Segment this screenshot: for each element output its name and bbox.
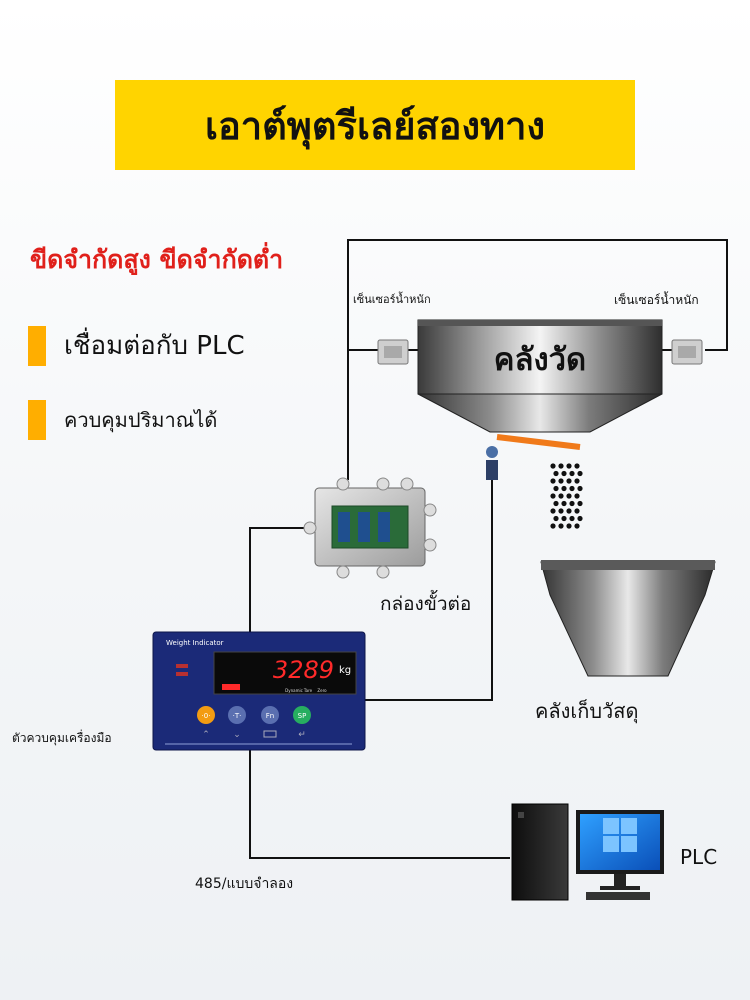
material-dot bbox=[561, 500, 567, 507]
limits-heading: ขีดจำกัดสูง ขีดจำกัดต่ำ bbox=[30, 245, 284, 274]
svg-text:·T·: ·T· bbox=[233, 712, 242, 720]
material-dot bbox=[566, 493, 572, 499]
accent-bar bbox=[28, 400, 46, 440]
material-dot bbox=[566, 463, 572, 469]
material-dot bbox=[566, 478, 572, 484]
material-dot bbox=[550, 478, 556, 484]
plc-computer-icon bbox=[511, 803, 664, 901]
material-dot bbox=[569, 500, 575, 507]
enter-icon: ↵ bbox=[298, 730, 306, 740]
weigh-hopper-label: คลังวัด bbox=[494, 342, 586, 378]
instrument-label: ตัวควบคุมเครื่องมือ bbox=[12, 729, 112, 746]
material-dot bbox=[561, 485, 567, 492]
material-dot bbox=[574, 463, 580, 469]
wiring bbox=[249, 239, 728, 859]
indicator-buttons: ·0· ·T· Fn SP bbox=[197, 706, 311, 724]
load-cell-left-icon bbox=[377, 339, 409, 365]
material-dot bbox=[550, 523, 556, 529]
weight-unit: kg bbox=[339, 665, 351, 676]
page-title: เอาต์พุตรีเลย์สองทาง bbox=[204, 103, 545, 148]
accent-bar bbox=[28, 325, 46, 366]
storage-hopper bbox=[540, 560, 716, 677]
material-dot bbox=[558, 463, 564, 469]
sp-button bbox=[293, 706, 311, 724]
material-dot bbox=[558, 493, 564, 499]
svg-text:Fn: Fn bbox=[266, 712, 274, 720]
material-dot bbox=[553, 470, 559, 477]
material-dot bbox=[577, 485, 583, 492]
title-banner: เอาต์พุตรีเลย์สองทาง bbox=[115, 80, 635, 170]
junction-box-label: กล่องขั้วต่อ bbox=[380, 590, 471, 615]
feature-label: ควบคุมปริมาณได้ bbox=[64, 408, 218, 432]
storage-hopper-label: คลังเก็บวัสดุ bbox=[535, 698, 638, 724]
load-cell-right-icon bbox=[671, 339, 703, 365]
plc-label: PLC bbox=[680, 845, 717, 869]
material-dot bbox=[577, 500, 583, 507]
indicator-brand: Weight Indicator bbox=[166, 639, 224, 647]
weight-indicator-panel: Weight Indicator 3289 kg Dynamic Tare Ze… bbox=[152, 631, 366, 751]
weight-reading: 3289 bbox=[273, 656, 334, 684]
material-dot bbox=[550, 508, 556, 514]
rect-icon bbox=[263, 730, 277, 738]
sensor-right-label: เซ็นเซอร์น้ำหนัก bbox=[614, 291, 699, 307]
feature-item-plc: เชื่อมต่อกับ PLC bbox=[28, 325, 245, 366]
material-dot bbox=[561, 470, 567, 477]
material-dot bbox=[553, 500, 559, 507]
material-dot bbox=[566, 508, 572, 514]
junction-box-icon bbox=[303, 477, 437, 579]
material-dot bbox=[553, 515, 559, 522]
material-dot bbox=[558, 478, 564, 484]
material-dot bbox=[574, 478, 580, 484]
material-dot bbox=[574, 493, 580, 499]
sensor-left-label: เซ็นเซอร์น้ำหนัก bbox=[353, 291, 431, 306]
status-tare: Tare bbox=[303, 688, 313, 693]
zero-button bbox=[197, 706, 215, 724]
chevron-up-icon: ⌃ bbox=[202, 730, 210, 740]
material-dot bbox=[561, 515, 567, 522]
material-dot bbox=[566, 523, 572, 529]
fn-button bbox=[261, 706, 279, 724]
material-dot bbox=[569, 515, 575, 522]
svg-text:SP: SP bbox=[298, 712, 307, 720]
material-dot bbox=[569, 470, 575, 477]
material-dots bbox=[550, 463, 583, 529]
status-zero: Zero bbox=[317, 688, 327, 693]
discharge-gate-icon bbox=[486, 434, 581, 480]
material-dot bbox=[577, 470, 583, 477]
material-dot bbox=[574, 523, 580, 529]
material-dot bbox=[558, 523, 564, 529]
material-dot bbox=[569, 485, 575, 492]
material-dot bbox=[558, 508, 564, 514]
material-dot bbox=[577, 515, 583, 522]
feature-label: เชื่อมต่อกับ PLC bbox=[64, 331, 245, 361]
weigh-hopper bbox=[417, 319, 663, 433]
material-dot bbox=[553, 485, 559, 492]
feature-item-quantity: ควบคุมปริมาณได้ bbox=[28, 400, 217, 440]
comm-label: 485/แบบจำลอง bbox=[195, 876, 293, 892]
chevron-down-icon: ⌄ bbox=[233, 730, 241, 740]
tare-button bbox=[228, 706, 246, 724]
material-dot bbox=[550, 493, 556, 499]
status-dynamic: Dynamic bbox=[285, 688, 303, 693]
material-dot bbox=[550, 463, 556, 469]
material-dot bbox=[574, 508, 580, 514]
svg-text:·0·: ·0· bbox=[202, 712, 211, 720]
